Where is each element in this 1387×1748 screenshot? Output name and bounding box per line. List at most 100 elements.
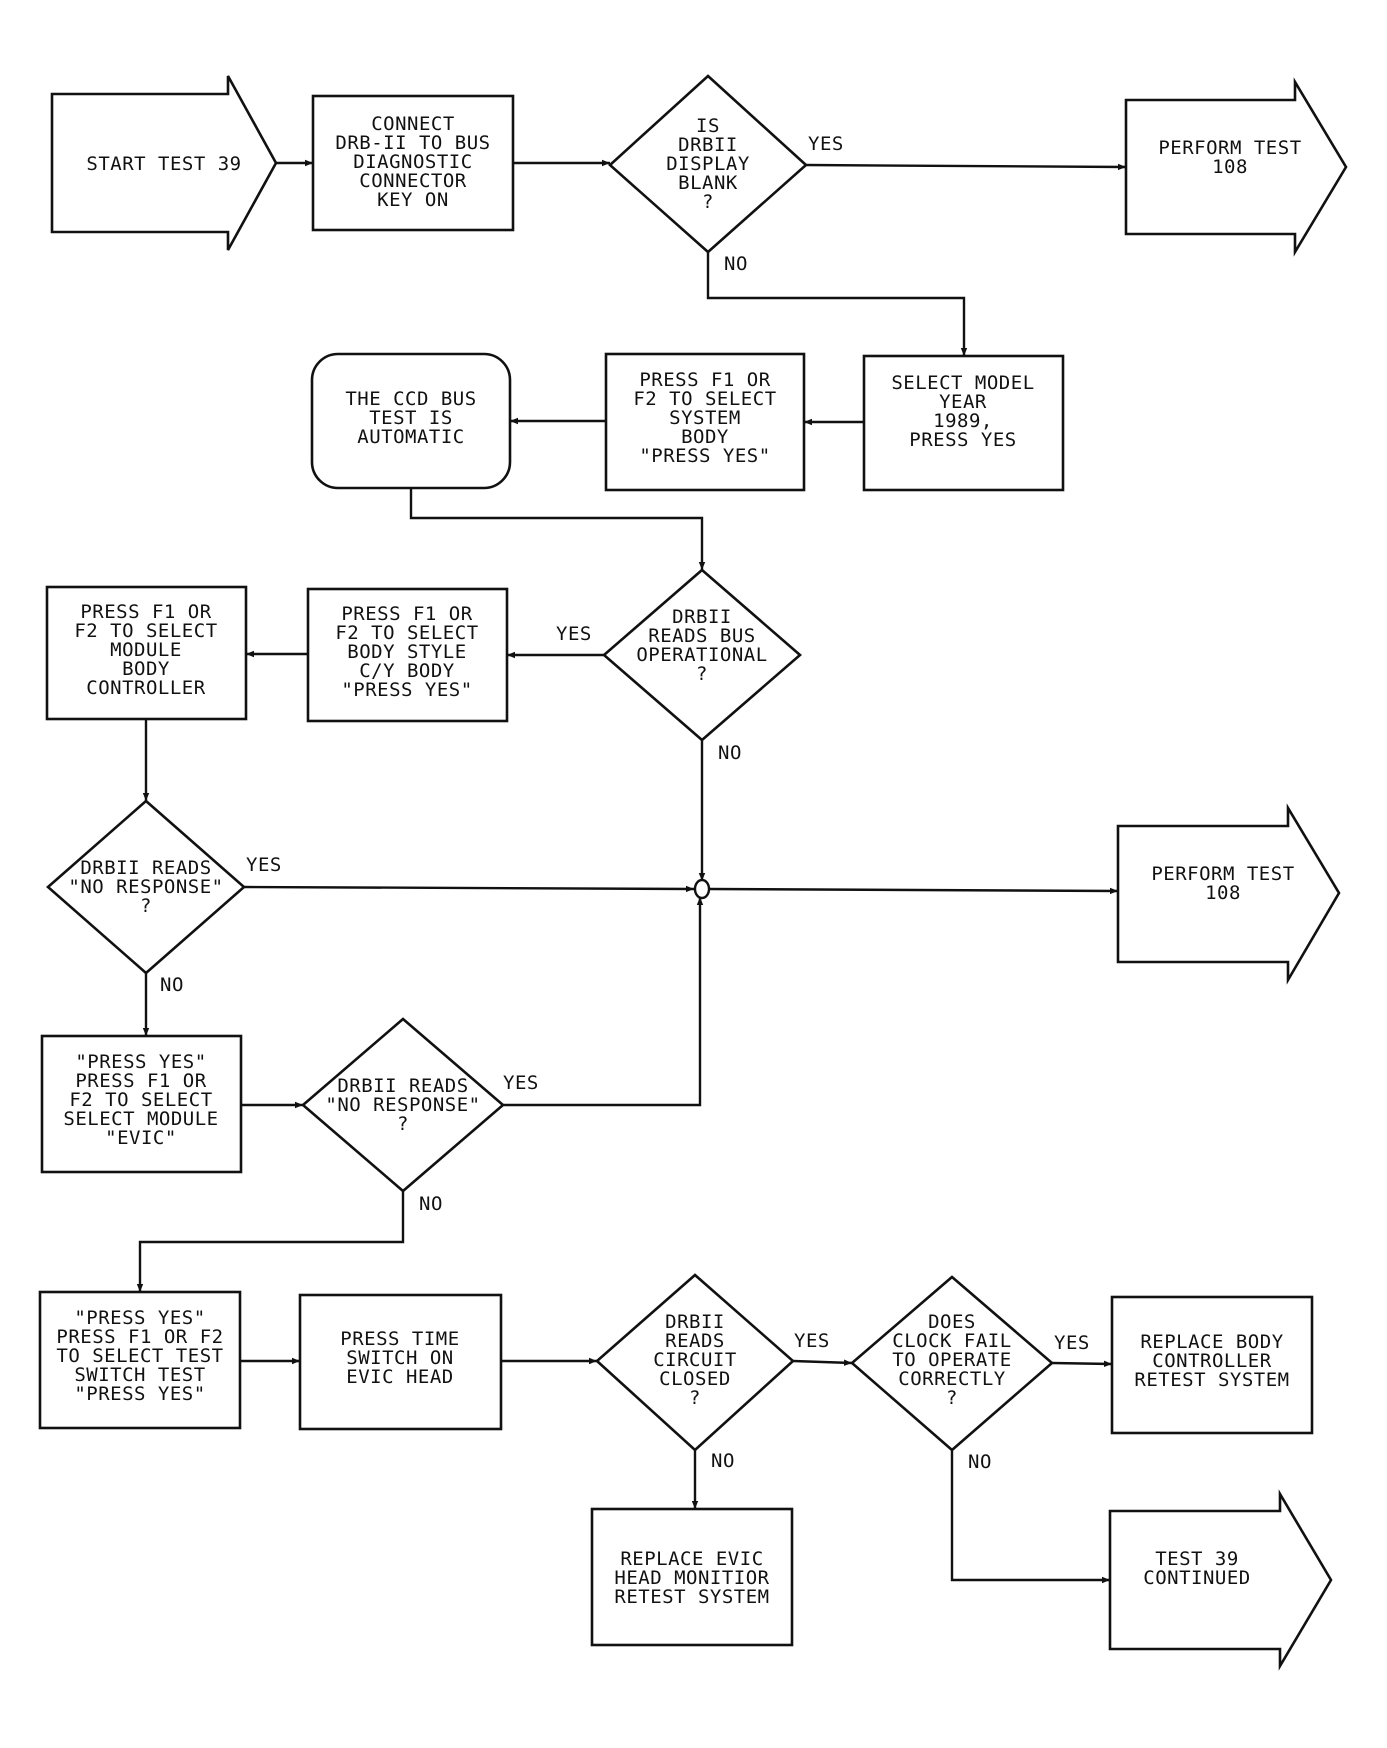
switch-test-line: PRESS F1 OR F2 xyxy=(56,1326,223,1348)
edge-ccd-to-bus xyxy=(409,488,706,570)
body-style-line: BODY STYLE xyxy=(347,641,466,663)
time-switch-line: SWITCH ON xyxy=(346,1347,453,1369)
select-system-line: F2 TO SELECT xyxy=(633,388,776,410)
connect-line: DRB-II TO BUS xyxy=(335,132,490,154)
d-blank-line: ? xyxy=(702,191,714,213)
perform2-line: 108 xyxy=(1205,882,1241,904)
ccd-auto-line: AUTOMATIC xyxy=(357,426,464,448)
edge-labels: YES NO YES NO YES NO YES NO YES NO YES N… xyxy=(160,133,1090,1473)
replace-body-line: CONTROLLER xyxy=(1152,1350,1271,1372)
label-clock-yes: YES xyxy=(1054,1332,1090,1354)
d-clock-line: CLOCK FAIL xyxy=(892,1330,1011,1352)
d-noresp1-line: "NO RESPONSE" xyxy=(68,876,223,898)
edge-clock-yes-to-replace-body xyxy=(1051,1360,1113,1368)
connectors xyxy=(136,159,1127,1584)
label-noresp2-no: NO xyxy=(419,1193,443,1215)
edge-noresp2-yes-to-junction xyxy=(503,897,704,1107)
switch-test-line: "PRESS YES" xyxy=(74,1307,205,1329)
d-circuit-line: ? xyxy=(689,1387,701,1409)
edge-noresp1-yes-to-junction xyxy=(243,885,695,893)
label-circuit-no: NO xyxy=(711,1450,735,1472)
d-noresp2-line: "NO RESPONSE" xyxy=(325,1094,480,1116)
connect-line: CONNECTOR xyxy=(359,170,467,192)
label-blank-no: NO xyxy=(724,253,748,275)
evic-line: "EVIC" xyxy=(105,1127,177,1149)
test39-cont-line: TEST 39 xyxy=(1155,1548,1239,1570)
replace-evic-line: HEAD MONITIOR xyxy=(614,1567,769,1589)
select-system-line: BODY xyxy=(681,426,729,448)
perform1-line: PERFORM TEST xyxy=(1158,137,1301,159)
edge-noresp2-no-to-switch-test xyxy=(136,1191,405,1292)
d-blank-line: BLANK xyxy=(678,172,738,194)
d-circuit-line: CLOSED xyxy=(659,1368,731,1390)
start-line: START TEST 39 xyxy=(86,153,241,175)
connect-line: DIAGNOSTIC xyxy=(353,151,472,173)
d-circuit-line: DRBII xyxy=(665,1311,725,1333)
d-noresp1-line: ? xyxy=(140,895,152,917)
switch-test-line: SWITCH TEST xyxy=(74,1364,205,1386)
module-body-line: F2 TO SELECT xyxy=(74,620,217,642)
module-body-line: MODULE xyxy=(110,639,182,661)
d-blank-line: DISPLAY xyxy=(666,153,750,175)
label-circuit-yes: YES xyxy=(794,1330,830,1352)
replace-body-line: RETEST SYSTEM xyxy=(1134,1369,1289,1391)
body-style-line: C/Y BODY xyxy=(359,660,455,682)
label-bus-yes: YES xyxy=(556,623,592,645)
label-noresp1-yes: YES xyxy=(246,854,282,876)
time-switch-line: PRESS TIME xyxy=(340,1328,459,1350)
evic-line: "PRESS YES" xyxy=(75,1051,206,1073)
ccd-auto-line: THE CCD BUS xyxy=(345,388,476,410)
perform2-line: PERFORM TEST xyxy=(1151,863,1294,885)
edge-circuit-yes-to-clock xyxy=(792,1359,853,1366)
module-body-line: CONTROLLER xyxy=(86,677,205,699)
switch-test-line: TO SELECT TEST xyxy=(56,1345,223,1367)
svg-text:START TEST 39: START TEST 39 xyxy=(86,153,241,175)
evic-line: PRESS F1 OR xyxy=(75,1070,206,1092)
test39-cont-line: CONTINUED xyxy=(1143,1567,1250,1589)
body-style-line: F2 TO SELECT xyxy=(335,622,478,644)
svg-text:DRBII READS"NO RESPONSE"?: DRBII READS"NO RESPONSE"? xyxy=(68,857,223,917)
d-noresp1-line: DRBII READS xyxy=(80,857,211,879)
edge-blank-no-to-year xyxy=(706,252,968,356)
body-style-line: PRESS F1 OR xyxy=(341,603,472,625)
junction-point xyxy=(693,878,711,900)
evic-line: F2 TO SELECT xyxy=(69,1089,212,1111)
select-system-line: "PRESS YES" xyxy=(639,445,770,467)
edge-junction-to-perform xyxy=(709,887,1119,895)
d-bus-line: ? xyxy=(696,663,708,685)
select-system-line: PRESS F1 OR xyxy=(639,369,770,391)
body-style-line: "PRESS YES" xyxy=(341,679,472,701)
d-clock-line: DOES xyxy=(928,1311,976,1333)
replace-evic-line: REPLACE EVIC xyxy=(620,1548,763,1570)
connect-line: CONNECT xyxy=(371,113,455,135)
d-noresp2-line: DRBII READS xyxy=(337,1075,468,1097)
d-blank-line: DRBII xyxy=(678,134,738,156)
d-clock-line: TO OPERATE xyxy=(892,1349,1011,1371)
d-bus-line: READS BUS xyxy=(648,625,755,647)
module-body-line: PRESS F1 OR xyxy=(80,601,211,623)
